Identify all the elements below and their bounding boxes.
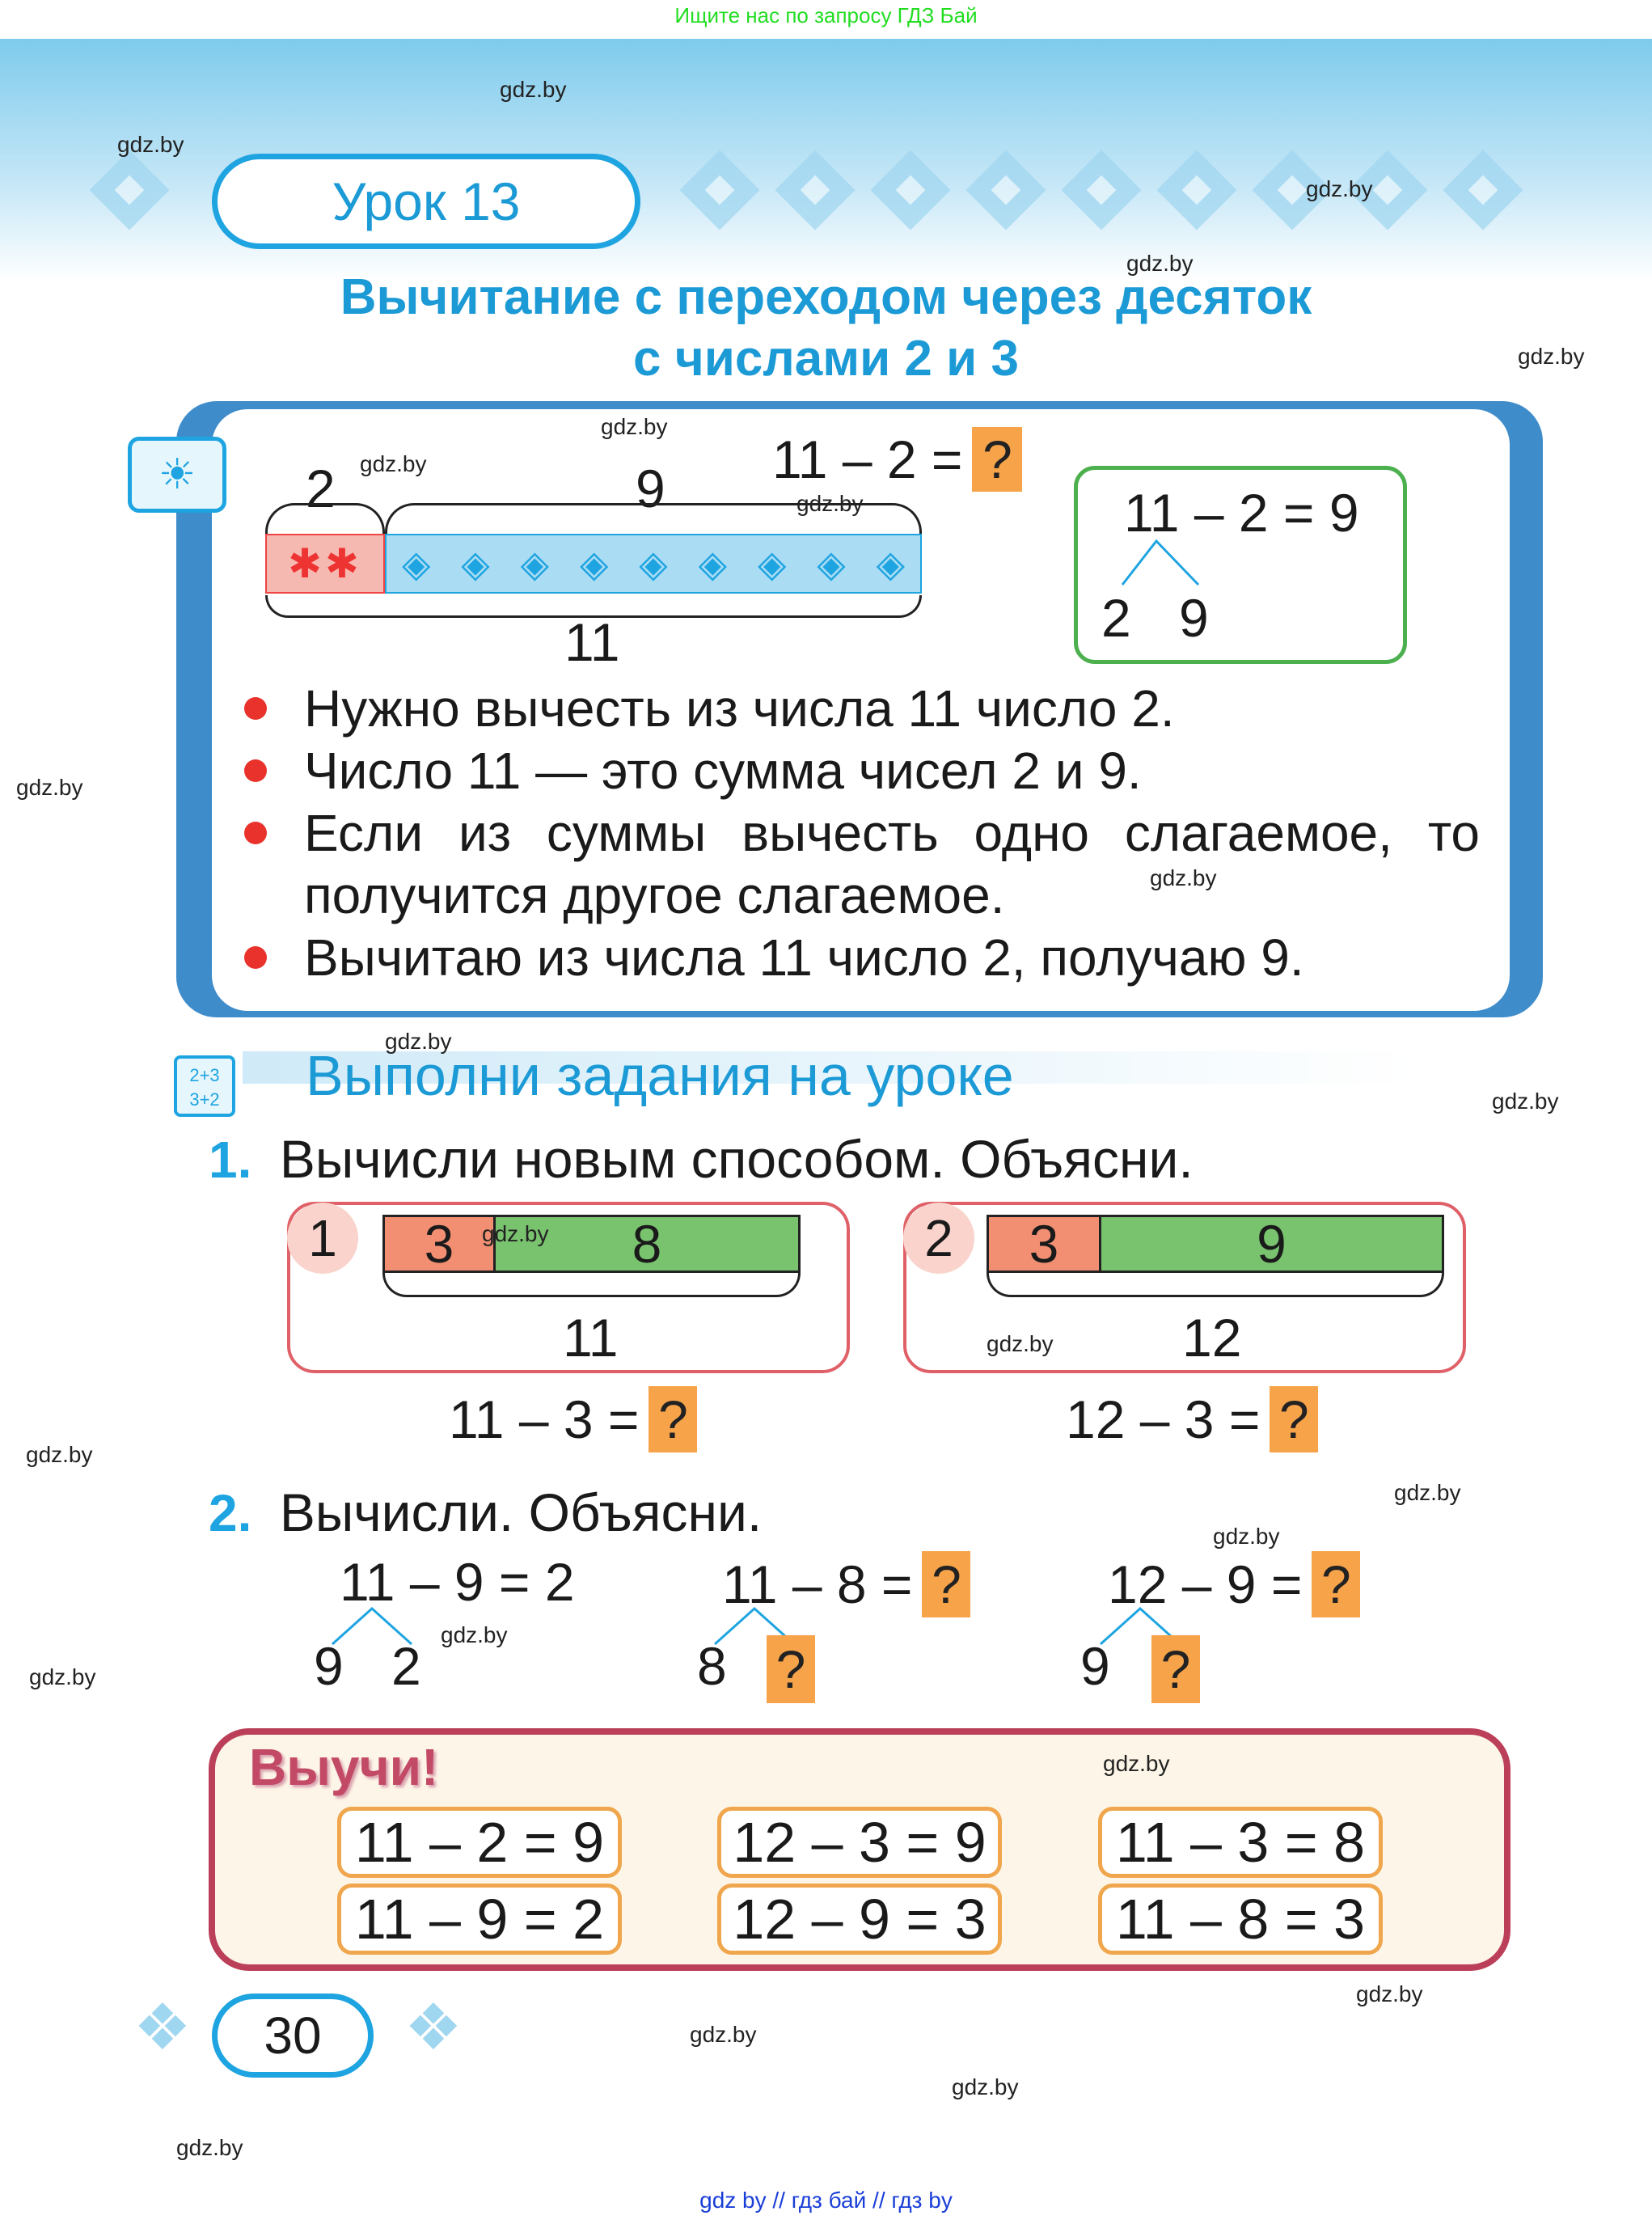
segment-blue: ◈◈◈◈◈◈◈◈◈	[385, 534, 922, 594]
fact-card: 11 – 9 = 2	[337, 1884, 622, 1955]
rule-panel-inner	[212, 409, 1510, 1011]
fact-card: 11 – 8 = 3	[1098, 1884, 1383, 1955]
bullet-item: Если из суммы вычесть одно слагаемое, то…	[234, 802, 1480, 927]
fact-card: 11 – 2 = 9	[337, 1807, 622, 1878]
watermark: gdz.by	[1150, 865, 1217, 890]
fact-card: 12 – 3 = 9	[717, 1807, 1002, 1878]
example-expression: 11 – 2 = 9	[1124, 483, 1359, 543]
book-sun-icon: ☀	[128, 437, 226, 513]
split-lines	[1121, 539, 1200, 586]
split-left: 8	[697, 1636, 727, 1696]
segment-a: 3	[382, 1214, 496, 1274]
watermark: gdz.by	[29, 1664, 96, 1689]
task2-equation-1: 11 – 9 = 2	[340, 1552, 575, 1612]
task1-equation-1: 11 – 3 = ?	[449, 1386, 698, 1452]
whole-label: 11	[564, 612, 620, 672]
split-answer-box[interactable]: ?	[1151, 1635, 1200, 1703]
fact-card: 12 – 9 = 3	[717, 1884, 1002, 1955]
section-title: Выполни задания на уроке	[306, 1044, 1014, 1107]
split-answer-box[interactable]: ?	[767, 1635, 815, 1703]
watermark: gdz.by	[16, 775, 83, 800]
item-label: 1	[287, 1203, 358, 1274]
rule-bullets: Нужно вычесть из числа 11 число 2. Число…	[234, 678, 1480, 989]
watermark: gdz.by	[176, 2135, 243, 2160]
bullet-dot	[244, 697, 267, 720]
watermark: gdz.by	[360, 451, 427, 476]
task-2-heading: 2. Вычисли. Объясни.	[209, 1482, 763, 1542]
watermark: gdz.by	[385, 1029, 452, 1054]
watermark: gdz.by	[987, 1331, 1054, 1356]
bullet-item: Число 11 — это сумма чисел 2 и 9.	[234, 740, 1480, 802]
split-right: 9	[1179, 588, 1209, 648]
whole-label: 11	[563, 1308, 619, 1368]
footer-links[interactable]: gdz by // гдз бай // гдз by	[699, 2188, 953, 2213]
brace-top-left	[265, 503, 385, 535]
task2-equation-2: 11 – 8 = ?	[722, 1551, 971, 1617]
segment-b: 8	[496, 1214, 801, 1274]
example-box	[1074, 466, 1407, 664]
section-bar	[243, 1051, 1415, 1084]
answer-box[interactable]: ?	[922, 1551, 971, 1617]
segment-red: ✱✱	[265, 534, 385, 594]
split-lines	[1099, 1606, 1181, 1646]
watermark: gdz.by	[690, 2022, 757, 2047]
answer-box[interactable]: ?	[1270, 1386, 1319, 1452]
bullet-item: Вычитаю из числа 11 число 2, получаю 9.	[234, 927, 1480, 989]
watermark: gdz.by	[482, 1221, 549, 1246]
task-1-heading: 1. Вычисли новым способом. Объясни.	[209, 1129, 1194, 1189]
split-left: 9	[314, 1636, 344, 1696]
part-left-label: 2	[306, 459, 336, 518]
task1-item-1	[287, 1202, 850, 1373]
task1-equation-2: 12 – 3 = ?	[1066, 1386, 1319, 1452]
brace-bottom	[382, 1273, 801, 1297]
watermark: gdz.by	[1394, 1480, 1461, 1505]
bullet-dot	[244, 759, 267, 782]
watermark: gdz.by	[601, 414, 668, 439]
segment-b: 9	[1101, 1214, 1444, 1274]
watermark: gdz.by	[1492, 1089, 1559, 1114]
watermark: gdz.by	[1518, 344, 1585, 369]
watermark: gdz.by	[500, 77, 567, 102]
snowflake-icon: ❖	[404, 1991, 463, 2063]
split-right: 2	[391, 1636, 421, 1696]
task2-equation-3: 12 – 9 = ?	[1108, 1551, 1361, 1617]
segment-a: 3	[987, 1214, 1101, 1274]
answer-box[interactable]: ?	[972, 427, 1023, 492]
rule-question: 11 – 2 = ?	[772, 427, 1023, 492]
item-label: 2	[903, 1203, 974, 1274]
watermark: gdz.by	[1306, 176, 1373, 201]
learn-title: Выучи!	[249, 1738, 439, 1796]
watermark: gdz.by	[1356, 1981, 1423, 2006]
watermark: gdz.by	[952, 2074, 1019, 2099]
watermark: gdz.by	[1126, 251, 1194, 276]
split-lines	[713, 1606, 796, 1646]
lesson-number: Урок 13	[212, 154, 640, 249]
split-lines	[331, 1606, 413, 1646]
split-left: 2	[1101, 588, 1131, 648]
watermark: gdz.by	[441, 1622, 508, 1647]
split-left: 9	[1080, 1636, 1110, 1696]
page-number: 30	[212, 1994, 374, 2078]
watermark: gdz.by	[1103, 1751, 1170, 1776]
whole-label: 12	[1182, 1308, 1242, 1368]
task1-item-2	[903, 1202, 1466, 1373]
watermark: gdz.by	[796, 491, 864, 516]
watermark: gdz.by	[26, 1442, 93, 1467]
bullet-dot	[244, 822, 267, 844]
watermark: gdz.by	[1213, 1524, 1280, 1549]
part-right-label: 9	[636, 459, 665, 518]
search-banner[interactable]: Ищите нас по запросу ГДЗ Бай	[674, 3, 978, 27]
page-title: Вычитание с переходом через десяток с чи…	[340, 269, 1312, 387]
ornament-band	[675, 146, 1527, 243]
bullet-item: Нужно вычесть из числа 11 число 2.	[234, 678, 1480, 740]
brace-bottom	[987, 1273, 1444, 1297]
answer-box[interactable]: ?	[649, 1386, 698, 1452]
fact-card: 11 – 3 = 8	[1098, 1807, 1383, 1878]
snowflake-icon: ❖	[133, 1991, 192, 2063]
bullet-dot	[244, 946, 267, 969]
answer-box[interactable]: ?	[1312, 1551, 1361, 1617]
watermark: gdz.by	[117, 132, 184, 157]
ornament-left	[85, 146, 174, 243]
